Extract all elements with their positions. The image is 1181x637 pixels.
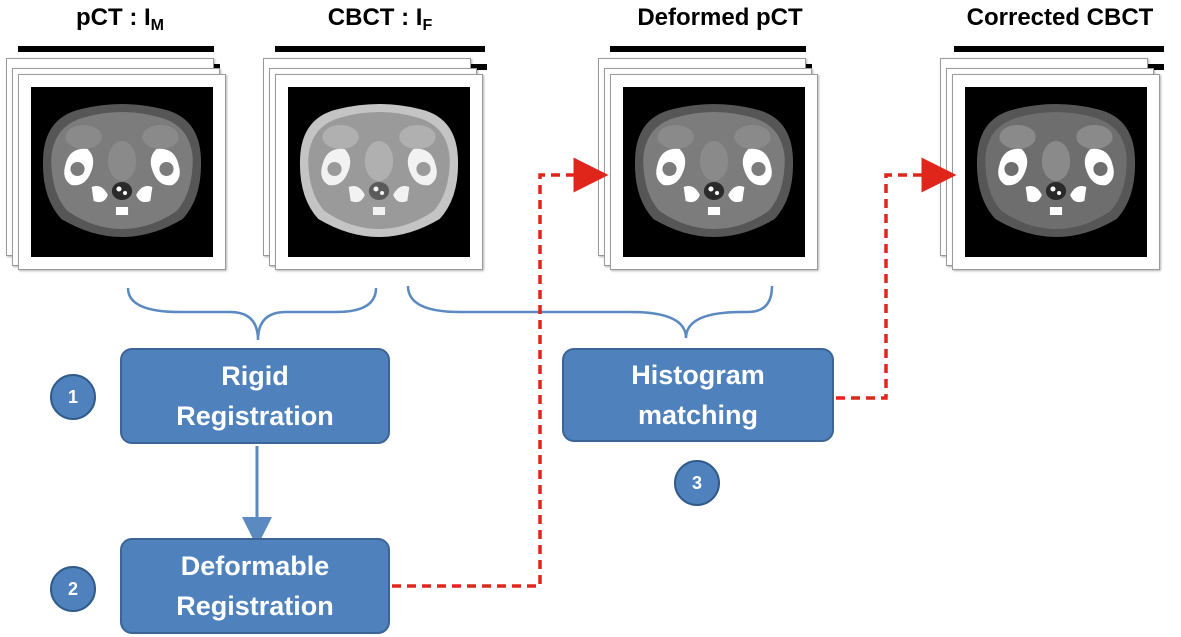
step-3-badge: 3: [674, 460, 720, 506]
stack-edge: [610, 46, 806, 52]
deformable-registration-box: Deformable Registration: [120, 538, 390, 634]
rigid-registration-line1: Rigid: [221, 361, 289, 391]
step-1-badge: 1: [50, 374, 96, 420]
stack-edge: [275, 46, 485, 52]
deformable-registration-line1: Deformable: [180, 551, 330, 581]
pct-title: pCT : IM: [76, 4, 164, 34]
rigid-registration-box: Rigid Registration: [120, 348, 390, 444]
brace-rigid-inputs: [126, 287, 378, 341]
stack-edge: [954, 46, 1164, 52]
corrected-cbct-title: Corrected CBCT: [966, 4, 1154, 31]
cbct-image-stack: [263, 42, 493, 278]
rigid-registration-line2: Registration: [176, 401, 334, 431]
histogram-matching-line1: Histogram: [631, 360, 765, 390]
step-2-badge: 2: [50, 566, 96, 612]
cbct-title: CBCT : IF: [327, 4, 433, 34]
ct-slice-image: [610, 74, 818, 270]
histogram-matching-box: Histogram matching: [562, 348, 834, 442]
deformable-to-deformed-pct-arrow: [392, 157, 609, 588]
ct-slice-image: [18, 74, 226, 270]
stack-edge: [18, 46, 214, 52]
deformed-pct-image-stack: [598, 42, 828, 278]
deformable-registration-line2: Registration: [176, 591, 334, 621]
ct-slice-image: [275, 74, 483, 270]
histogram-matching-line2: matching: [637, 400, 758, 430]
brace-histogram-inputs: [406, 285, 774, 339]
deformed-pct-title: Deformed pCT: [637, 4, 803, 31]
pct-image-stack: [6, 42, 236, 278]
ct-slice-image: [952, 74, 1160, 270]
corrected-cbct-image-stack: [940, 42, 1170, 278]
histogram-to-corrected-cbct-arrow: [836, 157, 957, 400]
